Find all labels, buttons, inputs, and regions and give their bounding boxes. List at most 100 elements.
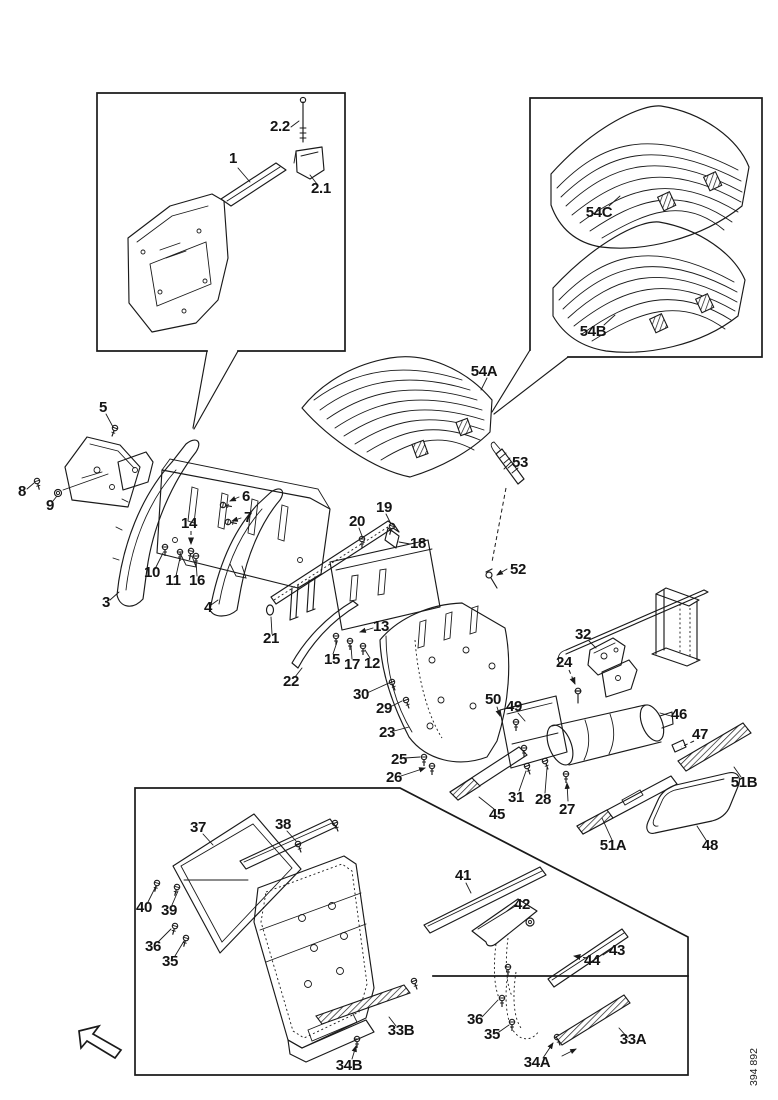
- inset-box-bottom: [135, 788, 688, 1075]
- callout-23: 23: [379, 724, 395, 741]
- hood-panel-54a: [302, 357, 492, 477]
- fender-panel-3: [110, 440, 199, 606]
- windshield-panel-37: [173, 814, 301, 953]
- callout-39: 39: [161, 902, 177, 919]
- console-frame: [254, 856, 374, 1062]
- callout-53: 53: [512, 454, 528, 471]
- callout-48: 48: [702, 837, 718, 854]
- callout-26: 26: [386, 769, 402, 786]
- callout-13: 13: [373, 618, 389, 635]
- callout-2.1: 2.1: [311, 180, 331, 197]
- callout-21: 21: [263, 630, 279, 647]
- callout-32: 32: [575, 626, 591, 643]
- inset-border: [530, 98, 762, 357]
- bracket-32: [588, 638, 637, 697]
- trim-strip-41: [424, 867, 546, 933]
- screw-part-2-2: [300, 97, 306, 142]
- callout-12: 12: [364, 655, 380, 672]
- callout-16: 16: [189, 572, 205, 589]
- callout-20: 20: [349, 513, 365, 530]
- corner-piece-42: [472, 899, 537, 1002]
- cowl-fasteners: [155, 496, 241, 576]
- hood-panel-54b: [553, 222, 745, 352]
- callout-35: 35: [484, 1026, 500, 1043]
- inset-box-top-right: [492, 98, 762, 414]
- callout-43: 43: [609, 942, 625, 959]
- callout-24: 24: [556, 654, 573, 671]
- callout-35: 35: [162, 953, 178, 970]
- fastener-8-9: [27, 474, 108, 501]
- callout-8: 8: [18, 483, 26, 500]
- callout-2.2: 2.2: [270, 118, 290, 135]
- callout-34B: 34B: [336, 1057, 363, 1074]
- callout-28: 28: [535, 791, 551, 808]
- cowl-panel: [157, 459, 330, 588]
- leader-line: [481, 378, 487, 390]
- callout-46: 46: [671, 706, 687, 723]
- mount-bar-part-1: [221, 163, 286, 206]
- callout-31: 31: [508, 789, 524, 806]
- callout-22: 22: [283, 673, 299, 690]
- clip-47: [672, 740, 694, 752]
- trim-strip-51b: [678, 723, 751, 777]
- rod-and-strip-33a: [482, 963, 630, 1058]
- callout-29: 29: [376, 700, 392, 717]
- plate-48: [647, 773, 740, 840]
- callout-49: 49: [506, 698, 522, 715]
- leader-lines: [238, 121, 317, 184]
- callout-34A: 34A: [524, 1054, 551, 1071]
- bracket-panel-5: [65, 414, 153, 507]
- callout-38: 38: [275, 816, 291, 833]
- callout-42: 42: [514, 896, 530, 913]
- bolt-52: [486, 569, 507, 588]
- callout-40: 40: [136, 899, 152, 916]
- callout-14: 14: [181, 515, 198, 532]
- callout-25: 25: [391, 751, 407, 768]
- support-rail: [267, 514, 441, 677]
- inset-pointer-lines: [492, 350, 568, 414]
- callout-10: 10: [144, 564, 160, 581]
- callout-9: 9: [46, 497, 54, 514]
- callout-36: 36: [145, 938, 161, 955]
- inset-pointer-lines: [193, 351, 238, 429]
- trim-strip-33b: [316, 976, 421, 1026]
- callout-15: 15: [324, 651, 340, 668]
- door-panel: [128, 194, 228, 332]
- callout-33A: 33A: [620, 1031, 647, 1048]
- fender-panel-4: [210, 489, 283, 616]
- callout-50: 50: [485, 691, 501, 708]
- bracket-part-2-1: [294, 147, 324, 179]
- inset-box-top-left: [97, 93, 345, 429]
- callout-18: 18: [410, 535, 426, 552]
- callout-36: 36: [467, 1011, 483, 1028]
- leader-lines: [604, 196, 620, 325]
- callout-11: 11: [165, 572, 180, 589]
- rear-panel-23: [367, 603, 509, 776]
- inset-border: [97, 93, 345, 351]
- callout-30: 30: [353, 686, 369, 703]
- callout-47: 47: [692, 726, 708, 743]
- drawing-number: 394 892: [748, 1048, 760, 1086]
- callout-44: 44: [584, 952, 601, 969]
- callout-6: 6: [242, 488, 250, 505]
- strut-53: [491, 442, 524, 562]
- callout-54C: 54C: [586, 204, 613, 221]
- hood-panel-54c: [551, 106, 749, 248]
- callout-33B: 33B: [388, 1022, 415, 1039]
- callout-3: 3: [102, 594, 110, 611]
- callout-19: 19: [376, 499, 392, 516]
- callout-41: 41: [455, 867, 471, 884]
- callout-51A: 51A: [600, 837, 627, 854]
- trim-strip-51a: [577, 776, 677, 840]
- inset-border: [135, 788, 688, 1075]
- callout-54A: 54A: [471, 363, 498, 380]
- callout-27: 27: [559, 801, 575, 818]
- bolt-24: [569, 670, 581, 703]
- trim-strip-38: [240, 819, 342, 869]
- canister-46: [495, 696, 673, 801]
- sill-strip-45: [450, 747, 527, 809]
- callout-7: 7: [244, 509, 252, 526]
- trim-strip-43: [548, 929, 628, 987]
